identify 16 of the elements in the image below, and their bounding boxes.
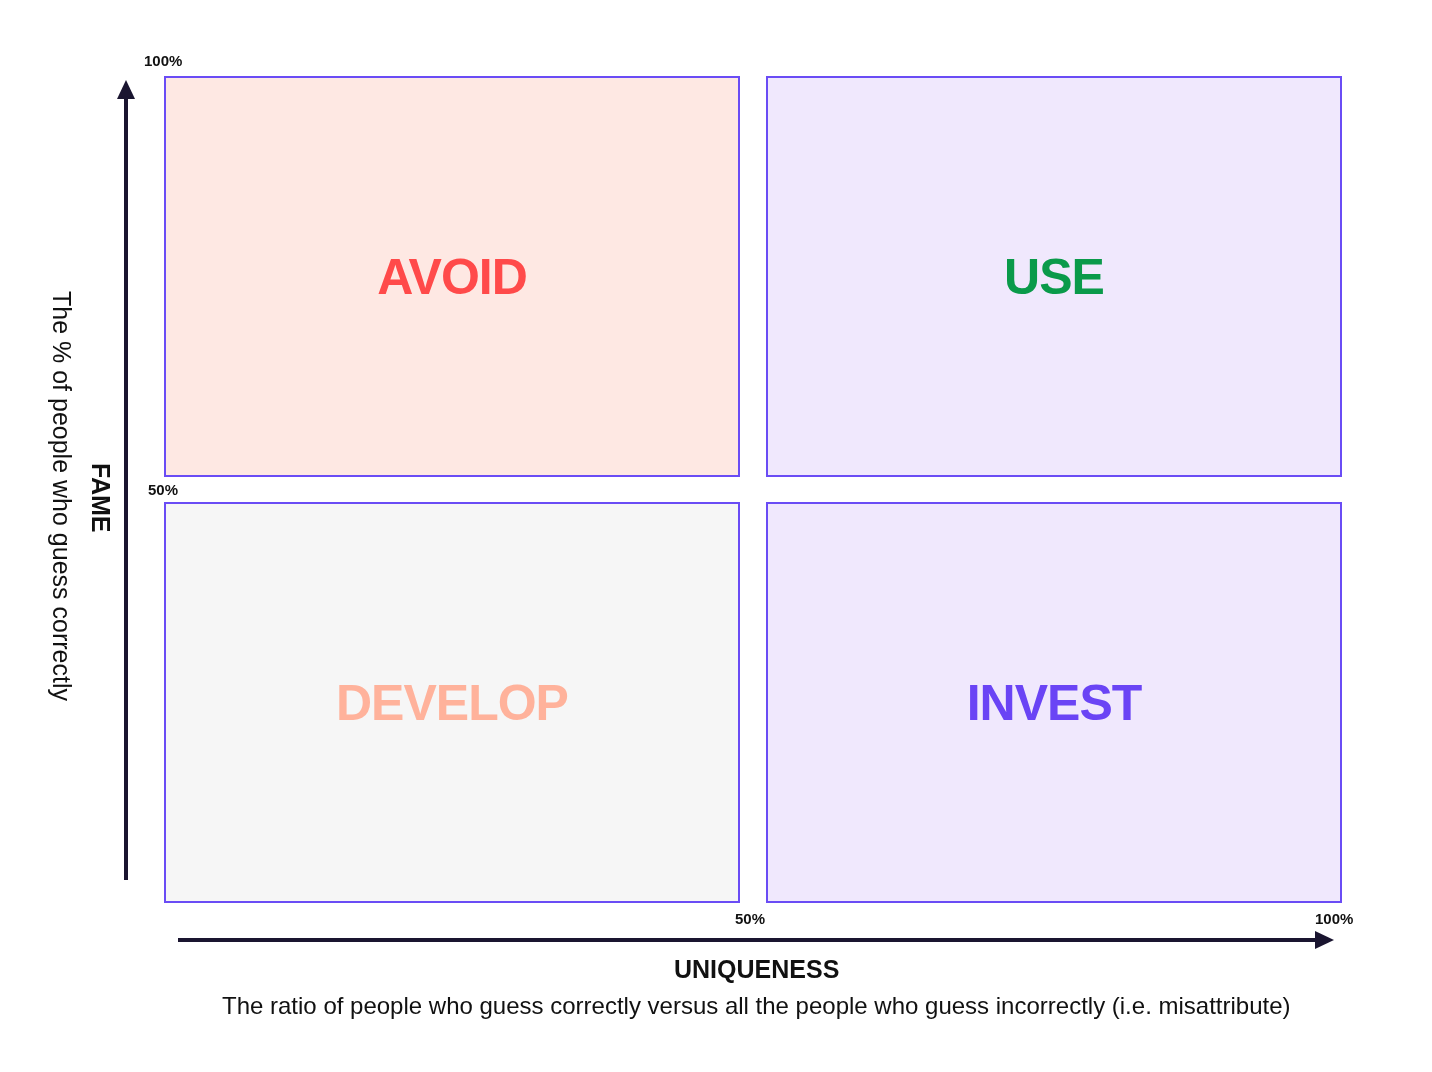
axis-tick-label: 50% [735,910,766,928]
axis-title: FAME [86,463,115,533]
axis-description: The ratio of people who guess correctly versus all the people who guess incorrectly (i.e. misattribute) [222,992,1291,1020]
axis-tick-label: 100% [144,52,183,70]
axis-description: The % of people who guess correctly [47,291,76,701]
quadrant-label: INVEST [966,677,1142,728]
quadrant-box [164,76,740,477]
quadrant-box [766,76,1342,477]
quadrant-label: AVOID [377,251,527,302]
axis-tick-label: 100% [1315,910,1354,928]
quadrant-label: DEVELOP [336,677,568,728]
axis-title: UNIQUENESS [674,955,840,984]
axis-tick-label: 50% [148,481,179,499]
quadrant-label: USE [1004,251,1104,302]
quadrant-box [766,502,1342,903]
quadrant-box [164,502,740,903]
